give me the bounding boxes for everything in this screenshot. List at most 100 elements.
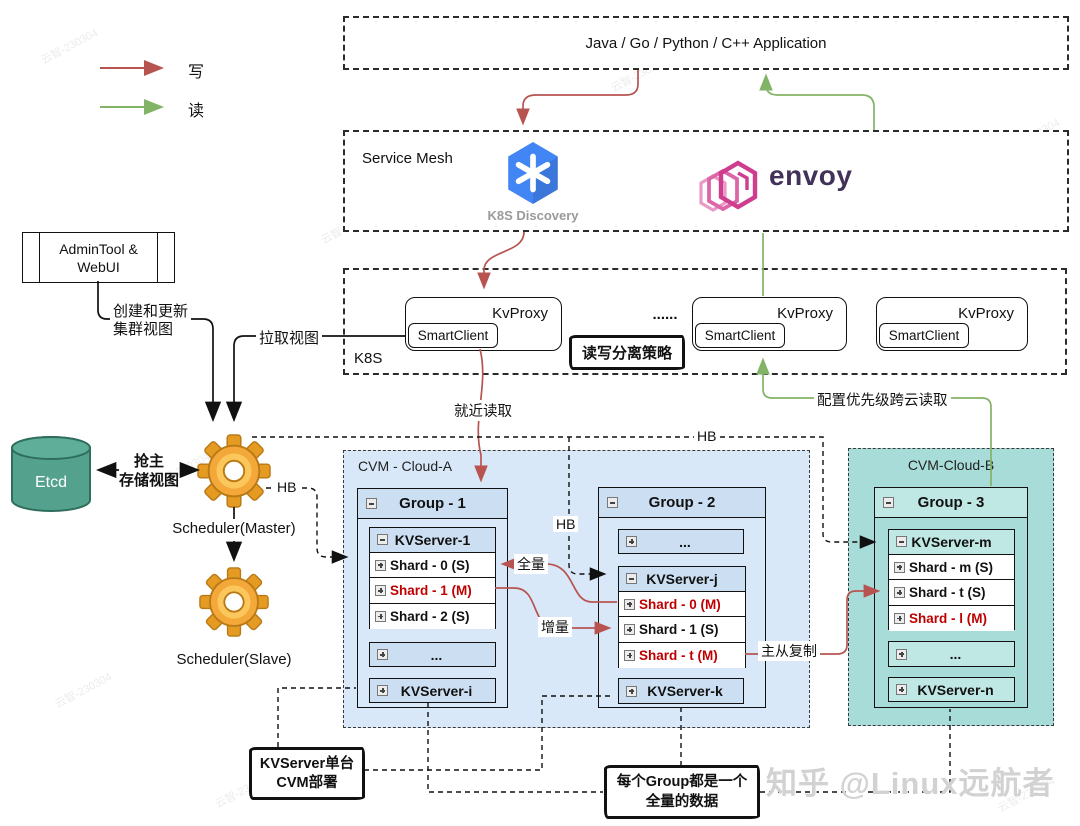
kvserver-k-box: KVServer-k <box>618 678 744 704</box>
smartclient-1: SmartClient <box>408 323 498 348</box>
shard-label: Shard - 1 (S) <box>639 621 719 637</box>
shard-row: Shard - t (M) <box>619 642 745 668</box>
read-mesh-to-app-arrow <box>759 73 875 130</box>
kvserver-m-header: KVServer-m <box>889 530 1014 555</box>
collapse-icon[interactable] <box>626 573 637 584</box>
kvserver-j-title: KVServer-j <box>646 571 718 587</box>
scheduler-master-label: Scheduler(Master) <box>172 520 296 537</box>
kvserver-j-box: KVServer-j Shard - 0 (M) Shard - 1 (S) S… <box>618 566 746 668</box>
group-full-data-note-line2: 全量的数据 <box>645 794 719 810</box>
svg-text:Etcd: Etcd <box>35 474 67 491</box>
kvserver-i-box: KVServer-i <box>369 678 496 703</box>
expand-icon[interactable] <box>624 598 635 610</box>
kvserver-n-label: KVServer-n <box>917 681 994 698</box>
kvserver-j-header: KVServer-j <box>619 567 745 592</box>
master-slave-replication-label: 主从复制 <box>758 641 820 661</box>
shard-label: Shard - t (S) <box>909 584 986 600</box>
shard-label: Shard - 0 (M) <box>639 596 721 612</box>
expand-icon[interactable] <box>624 649 635 661</box>
kvserver-k-label: KVServer-k <box>647 683 723 699</box>
group-2: Group - 2 ... KVServer-j Shard - 0 (M) S… <box>598 487 766 708</box>
collapse-icon[interactable] <box>377 534 388 545</box>
scheduler-slave-label: Scheduler(Slave) <box>176 651 292 668</box>
smartclient-2-label: SmartClient <box>704 328 776 343</box>
k8s-discovery-caption: K8S Discovery <box>487 208 579 223</box>
group-1-title: Group - 1 <box>399 495 466 512</box>
collapse-icon[interactable] <box>896 536 907 547</box>
kvproxy-2-title: KvProxy <box>777 305 833 322</box>
shard-row: Shard - t (S) <box>889 580 1014 606</box>
elect-master-line2: 存储视图 <box>118 472 179 489</box>
cross-cloud-read-label: 配置优先级跨云读取 <box>814 389 951 410</box>
cvm-cloud-b-label: CVM-Cloud-B <box>907 457 995 473</box>
shard-label: Shard - m (S) <box>909 559 994 575</box>
admintool-box: AdminTool & WebUI <box>22 232 175 283</box>
expand-icon[interactable] <box>377 649 388 660</box>
group-1: Group - 1 KVServer-1 Shard - 0 (S) Shard… <box>357 488 508 708</box>
expand-icon[interactable] <box>375 610 386 622</box>
legend-read-label: 读 <box>188 103 205 120</box>
etcd-database-icon: Etcd <box>11 436 91 512</box>
group-2-ellipsis-box: ... <box>618 529 744 554</box>
kvserver-cvm-note-line2: CVM部署 <box>276 774 338 791</box>
pull-view-label: 拉取视图 <box>256 327 323 348</box>
group-full-data-note-line1: 每个Group都是一个 <box>616 774 748 790</box>
kvserver-cvm-note-line1: KVServer单台 <box>259 755 355 772</box>
collapse-icon[interactable] <box>883 497 894 508</box>
expand-icon[interactable] <box>894 561 905 573</box>
shard-row: Shard - m (S) <box>889 555 1014 581</box>
brand-watermark: 知乎 @Linux远航者 <box>766 766 1055 801</box>
watermark-stamp: 云智-230304 <box>39 26 101 67</box>
group-3-ellipsis-box: ... <box>888 641 1015 667</box>
hb-label-low: HB <box>274 479 300 495</box>
group-1-header: Group - 1 <box>358 489 507 519</box>
expand-icon[interactable] <box>896 684 907 695</box>
kvproxy-1-title: KvProxy <box>492 305 548 322</box>
elect-master-line1: 抢主 <box>133 453 164 470</box>
ellipsis-label: ... <box>949 646 962 662</box>
rw-policy-note: 读写分离策略 <box>569 335 685 370</box>
scheduler-master-gear-icon <box>197 434 271 508</box>
shard-label: Shard - 1 (M) <box>390 582 472 598</box>
k8s-box: K8S ...... KvProxy SmartClient KvProxy S… <box>343 268 1067 375</box>
create-update-view-label: 创建和更新 集群视图 <box>110 303 202 339</box>
expand-icon[interactable] <box>377 685 388 696</box>
kvserver-1-header: KVServer-1 <box>370 528 495 553</box>
expand-icon[interactable] <box>375 584 386 596</box>
kvserver-i-label: KVServer-i <box>400 682 473 699</box>
admintool-right-bar <box>157 233 158 282</box>
expand-icon[interactable] <box>624 623 635 635</box>
shard-label: Shard - l (M) <box>909 610 987 626</box>
expand-icon[interactable] <box>375 559 386 571</box>
kvproxy-3-title: KvProxy <box>958 305 1014 322</box>
admintool-left-bar <box>39 233 40 282</box>
expand-icon[interactable] <box>896 648 907 660</box>
nearby-read-label: 就近读取 <box>451 400 515 421</box>
service-mesh-label: Service Mesh <box>362 150 453 167</box>
rw-policy-text: 读写分离策略 <box>581 345 672 362</box>
k8s-discovery-icon <box>508 142 558 204</box>
kvproxy-1: KvProxy SmartClient <box>405 297 562 351</box>
incremental-sync-label: 增量 <box>538 617 572 637</box>
watermark-stamp: 云智-230304 <box>53 670 115 711</box>
shard-row: Shard - 2 (S) <box>370 603 495 629</box>
smartclient-3-label: SmartClient <box>888 328 960 343</box>
collapse-icon[interactable] <box>607 497 618 508</box>
kvserver-m-title: KVServer-m <box>911 534 992 550</box>
expand-icon[interactable] <box>894 586 905 598</box>
scheduler-slave-gear-icon <box>199 567 269 637</box>
group-3-header: Group - 3 <box>875 488 1027 518</box>
shard-row: Shard - 1 (S) <box>619 617 745 643</box>
shard-row: Shard - 0 (S) <box>370 553 495 579</box>
group-3: Group - 3 KVServer-m Shard - m (S) Shard… <box>874 487 1028 708</box>
group-full-data-note: 每个Group都是一个 全量的数据 <box>604 765 760 819</box>
group-2-title: Group - 2 <box>648 494 716 511</box>
shard-row: Shard - 0 (M) <box>619 592 745 618</box>
legend-write-label: 写 <box>188 64 205 81</box>
shard-row: Shard - l (M) <box>889 605 1014 631</box>
expand-icon[interactable] <box>626 685 637 697</box>
envoy-wordmark: envoy <box>769 160 853 191</box>
expand-icon[interactable] <box>894 612 905 624</box>
collapse-icon[interactable] <box>366 498 377 509</box>
expand-icon[interactable] <box>626 536 637 547</box>
